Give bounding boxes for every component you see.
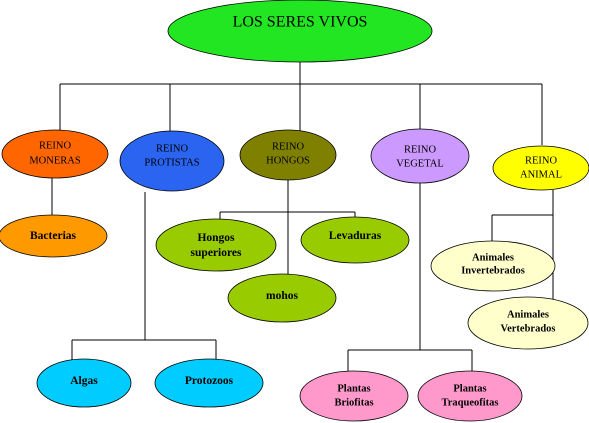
node-animal-shape (492, 145, 589, 191)
node-protistas-line2: PROTISTAS (144, 158, 199, 169)
node-briofitas-line1: Plantas (337, 384, 370, 395)
node-root-label: LOS SERES VIVOS (233, 14, 368, 31)
node-levaduras: Levaduras (300, 216, 410, 264)
node-briofitas-line2: Briofitas (334, 398, 373, 409)
node-algas-shape (36, 358, 132, 408)
node-mohos: mohos (227, 273, 337, 323)
node-traqueofitas-shape (417, 370, 523, 422)
node-reino-animal: REINO ANIMAL (492, 145, 589, 191)
node-plantas-briofitas: Plantas Briofitas (299, 370, 409, 422)
node-mohos-label: mohos (266, 290, 298, 302)
node-vegetal-line2: VEGETAL (396, 159, 444, 170)
node-reino-protistas: REINO PROTISTAS (119, 130, 225, 192)
node-vegetal-shape (370, 128, 470, 184)
node-traqueofitas-line2: Traqueofitas (442, 398, 499, 409)
node-hongos-superiores-line1: Hongos (197, 232, 235, 244)
node-traqueofitas-line1: Plantas (453, 384, 486, 395)
node-levaduras-label: Levaduras (329, 230, 382, 242)
node-protistas-line1: REINO (156, 144, 188, 155)
node-hongos-line1: REINO (272, 142, 304, 153)
connector-lines (51, 62, 554, 372)
node-vertebrados-line2: Vertebrados (500, 324, 555, 335)
node-reino-vegetal: REINO VEGETAL (370, 128, 470, 184)
node-root-shape (167, 0, 433, 63)
node-vegetal-line1: REINO (404, 145, 436, 156)
node-moneras-line2: MONERAS (29, 156, 81, 167)
node-vertebrados-shape (467, 296, 589, 350)
node-bacterias-label: Bacterias (30, 230, 77, 242)
node-protozoos-shape (154, 358, 264, 408)
node-moneras-shape (1, 129, 109, 179)
node-animal-line1: REINO (525, 156, 557, 167)
node-briofitas-shape (299, 370, 409, 422)
node-bacterias-shape (0, 214, 108, 258)
node-algas: Algas (36, 358, 132, 408)
node-hongos-line2: HONGOS (266, 156, 310, 167)
node-hongos-superiores-line2: superiores (191, 247, 242, 259)
node-invertebrados-line2: Invertebrados (461, 266, 525, 277)
node-los-seres-vivos: LOS SERES VIVOS (167, 0, 433, 63)
node-invertebrados-shape (430, 240, 556, 292)
node-hongos-shape (239, 129, 337, 181)
node-animal-line2: ANIMAL (520, 170, 562, 181)
node-levaduras-shape (300, 216, 410, 264)
node-animales-vertebrados: Animales Vertebrados (467, 296, 589, 350)
node-reino-moneras: REINO MONERAS (1, 129, 109, 179)
node-plantas-traqueofitas: Plantas Traqueofitas (417, 370, 523, 422)
node-algas-label: Algas (70, 375, 98, 387)
node-reino-hongos: REINO HONGOS (239, 129, 337, 181)
node-bacterias: Bacterias (0, 214, 108, 258)
node-protistas-shape (119, 130, 225, 192)
node-hongos-superiores-shape (155, 218, 277, 272)
node-protozoos-label: Protozoos (185, 375, 234, 387)
node-invertebrados-line1: Animales (472, 253, 514, 264)
node-moneras-line1: REINO (39, 141, 71, 152)
node-mohos-shape (227, 273, 337, 323)
node-animales-invertebrados: Animales Invertebrados (430, 240, 556, 292)
node-vertebrados-line1: Animales (507, 310, 549, 321)
node-protozoos: Protozoos (154, 358, 264, 408)
node-hongos-superiores: Hongos superiores (155, 218, 277, 272)
